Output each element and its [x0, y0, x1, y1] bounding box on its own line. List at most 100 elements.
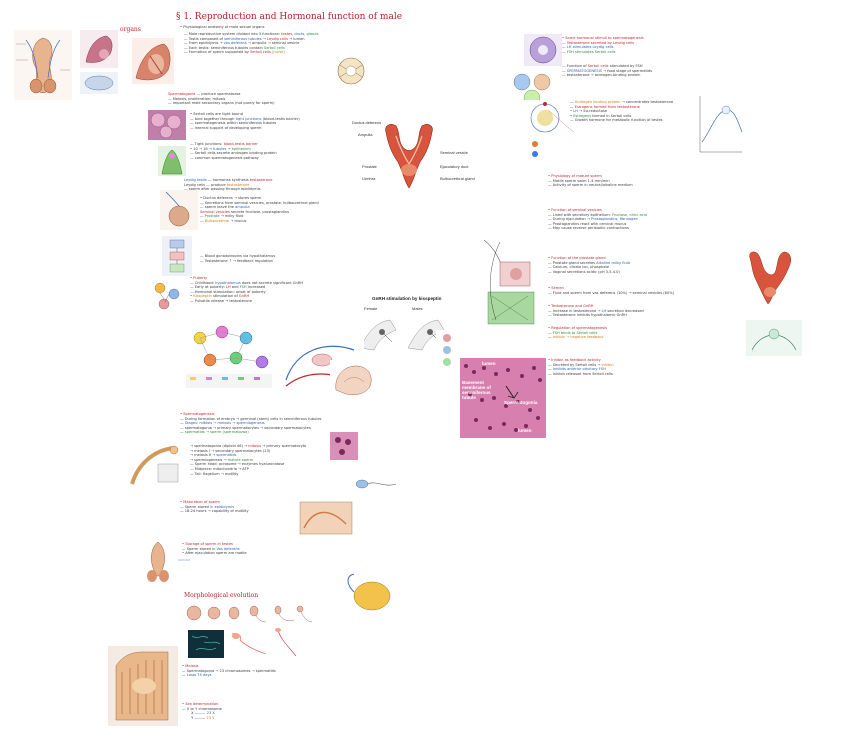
male-reproductive-front — [136, 538, 180, 584]
micro-lumen-bottom: lumen — [518, 428, 532, 433]
tubule-diagram-top-right — [524, 34, 562, 66]
seminal-vesicle-illustration-right — [744, 248, 796, 306]
pelvic-section-diagram — [132, 38, 174, 84]
hormone-axis-diagram — [162, 236, 192, 276]
label-ampulla: Ampulla — [358, 132, 373, 137]
pros-line-2: Calcium, citrate ion, phosphate — [552, 265, 610, 270]
seminiferous-tubules-photo — [148, 110, 186, 140]
notes-block-6: • Ductus deferens → stores sperm — Secre… — [200, 196, 319, 223]
sexdet-heading: Sex determination — [185, 702, 219, 706]
hormonal-notes-3: — Androgen binding protein → concentrate… — [570, 100, 674, 123]
sperm-micrograph-dark — [188, 630, 224, 658]
sperm-structure-diagram — [352, 466, 398, 502]
prostate-gland-diagram — [478, 236, 544, 330]
spermatogenesis-notes: • Spermatogenesis — During formation of … — [180, 412, 322, 435]
label-urethra: Urethra — [362, 176, 376, 181]
label-ejaculatory: Ejaculatory duct — [440, 164, 469, 169]
hs-line-4: Estrogens formed from testosterone — [574, 104, 640, 109]
inhibin-notes: • Inhibin as feedback activity — Secrete… — [548, 358, 614, 376]
sg-line-4: spermatids → sperm (spermatozoa) — [184, 430, 249, 435]
sertoli-cells-diagram — [158, 146, 186, 176]
notes-block-2: Spermatogonia — produce spermatozoa — Me… — [168, 92, 275, 106]
label-bulbourethral: Bulbourethral gland — [440, 176, 475, 181]
brain-diagram — [330, 360, 376, 400]
gnrh-female-label: Female — [364, 306, 378, 311]
semen-heading: Semen — [551, 286, 564, 290]
meiosis-line-2: Lasts 74 days — [186, 673, 212, 678]
puberty-diagram-left — [148, 278, 186, 314]
prostate-notes: • Function of the prostate gland — Prost… — [548, 256, 631, 274]
hs-line-3: FSH stimulates Sertoli cells — [566, 49, 616, 54]
reg-line-2: Inhibin → negative feedback — [552, 335, 604, 340]
hormonal-stimuli-heading: Some hormonal stimuli to spermatogenesis — [565, 36, 644, 40]
semen-line-1: Fluid and sperm from vas deferens — [552, 290, 616, 295]
spermatogenesis-heading: Spermatogenesis — [183, 412, 215, 416]
subtitle-text: Physiological anatomy of male sexual org… — [183, 25, 265, 29]
semen-notes: • Semen — Fluid and sperm from vas defer… — [548, 286, 675, 295]
sexdet-line-1: X or Y chromosome — [186, 706, 222, 711]
mat-line-1: in epididymis — [210, 504, 235, 509]
puberty-heading: Puberty — [193, 276, 208, 280]
neuroendocrine-diagram — [182, 322, 276, 392]
label-prostate: Prostate — [362, 164, 377, 169]
notes-block-3: • Sertoli cells are tight bound — bind t… — [190, 112, 300, 130]
regulation-diagram-right — [746, 320, 802, 356]
meiosis-notes: • Meiosis — Spermatogonia → 23 chromosom… — [182, 664, 276, 678]
hs-line-2: LH stimulates Leydig cells — [566, 45, 614, 50]
morph-heading: Morphological evolution — [184, 592, 259, 599]
notes-block-5: Leydig testis — hormones synthesis testo… — [184, 178, 273, 192]
sg-line-2: Stages: mitosis → meiosis → spermiogenes… — [184, 421, 265, 426]
small-pictos-right — [524, 138, 546, 162]
label-seminal: Seminal vesicle — [440, 150, 468, 155]
seminal-notes: • Function of seminal vesicles — Lined w… — [548, 208, 647, 231]
maturation-heading: Maturation of sperm — [183, 500, 220, 504]
reg-line-1: FSH binds to Sertoli cells — [552, 330, 598, 335]
meiosis-line-1: Spermatogonia → 23 chromosomes — [186, 668, 251, 673]
sem-line-2: Prostaglandins, fibrinogen — [591, 217, 638, 222]
sperm-histology-small — [330, 432, 358, 460]
vas-deferens-diagram — [340, 572, 404, 614]
sperm-evolution-strip — [184, 602, 314, 624]
tubules-small-right — [436, 330, 458, 372]
sg-line-1: During formation of embryo → germinal (s… — [184, 416, 322, 421]
puberty-notes: • Puberty — Childhood: hypothalamus does… — [190, 276, 304, 303]
micro-basement: Basement membrane of seminiferous tubule — [462, 380, 500, 400]
storage-line-1: Vas deferens — [216, 546, 240, 551]
testis-section-illustration — [108, 646, 178, 726]
micro-lumen-top: lumen — [482, 361, 496, 366]
gnrh-title: GnRH stimulation by kisspeptin — [372, 296, 442, 301]
regulation-notes: • Regulation of spermatogenesis — FSH bi… — [548, 326, 608, 340]
gnrh-diagram — [356, 312, 450, 354]
hormone-graph-right — [696, 92, 746, 160]
testosterone-heading: Testosterone and GnRH — [551, 304, 594, 308]
seminiferous-micrograph: lumen Basement membrane of seminiferous … — [460, 358, 546, 438]
micro-spermatogonia: Spermatogonia — [504, 400, 538, 405]
label-ductus: Ductus deferens — [352, 120, 382, 125]
notes-block-4: — Tight junctions: blood-testis barrier … — [190, 142, 277, 160]
mat-line-2: 18-24 hours → capability of motility — [184, 509, 249, 514]
meiosis-heading: Meiosis — [185, 664, 199, 668]
storage-line-2: After ejaculation sperm are motile — [185, 551, 247, 556]
hormonal-notes-2: — Function of Sertoli cells stimulated b… — [562, 64, 653, 78]
prostate-small-diagram — [80, 72, 118, 94]
organs-label: organs — [120, 26, 141, 33]
storage-heading: Storage of sperm in testes — [185, 542, 233, 546]
testosterone-notes: • Testosterone and GnRH — Increase in te… — [548, 304, 644, 318]
sperm-illustration-right — [228, 628, 270, 660]
sexdet-notes: • Sex determination — X or Y chromosome … — [182, 702, 222, 720]
pros-line-1: Alkaline milky fluid — [596, 260, 631, 265]
physiology-notes: • Physiology of mature sperm — Motile sp… — [548, 174, 633, 188]
male-anatomy-diagram-2 — [80, 30, 118, 68]
page-title: § 1. Reproduction and Hormonal function … — [176, 12, 403, 22]
sem-line-1: Fructose, citric acid — [611, 212, 647, 217]
spermatogenesis-details: → spermatogonia (diploid 46) → mitosis →… — [190, 444, 307, 476]
notes-block-1: — Male reproductive system divided into … — [184, 32, 319, 55]
regulation-heading: Regulation of spermatogenesis — [551, 326, 608, 330]
cell-cycle-diagram — [520, 100, 570, 136]
spermatogenesis-stage-diagram — [128, 444, 184, 488]
tubule-crosssection-small — [330, 55, 372, 87]
maturation-notes: • Maturation of sperm — Sperm stored in … — [180, 500, 249, 514]
gnrh-male-label: Males — [412, 306, 423, 311]
hs-line-1: Testosterone secreted by Leydig cells — [566, 40, 635, 45]
